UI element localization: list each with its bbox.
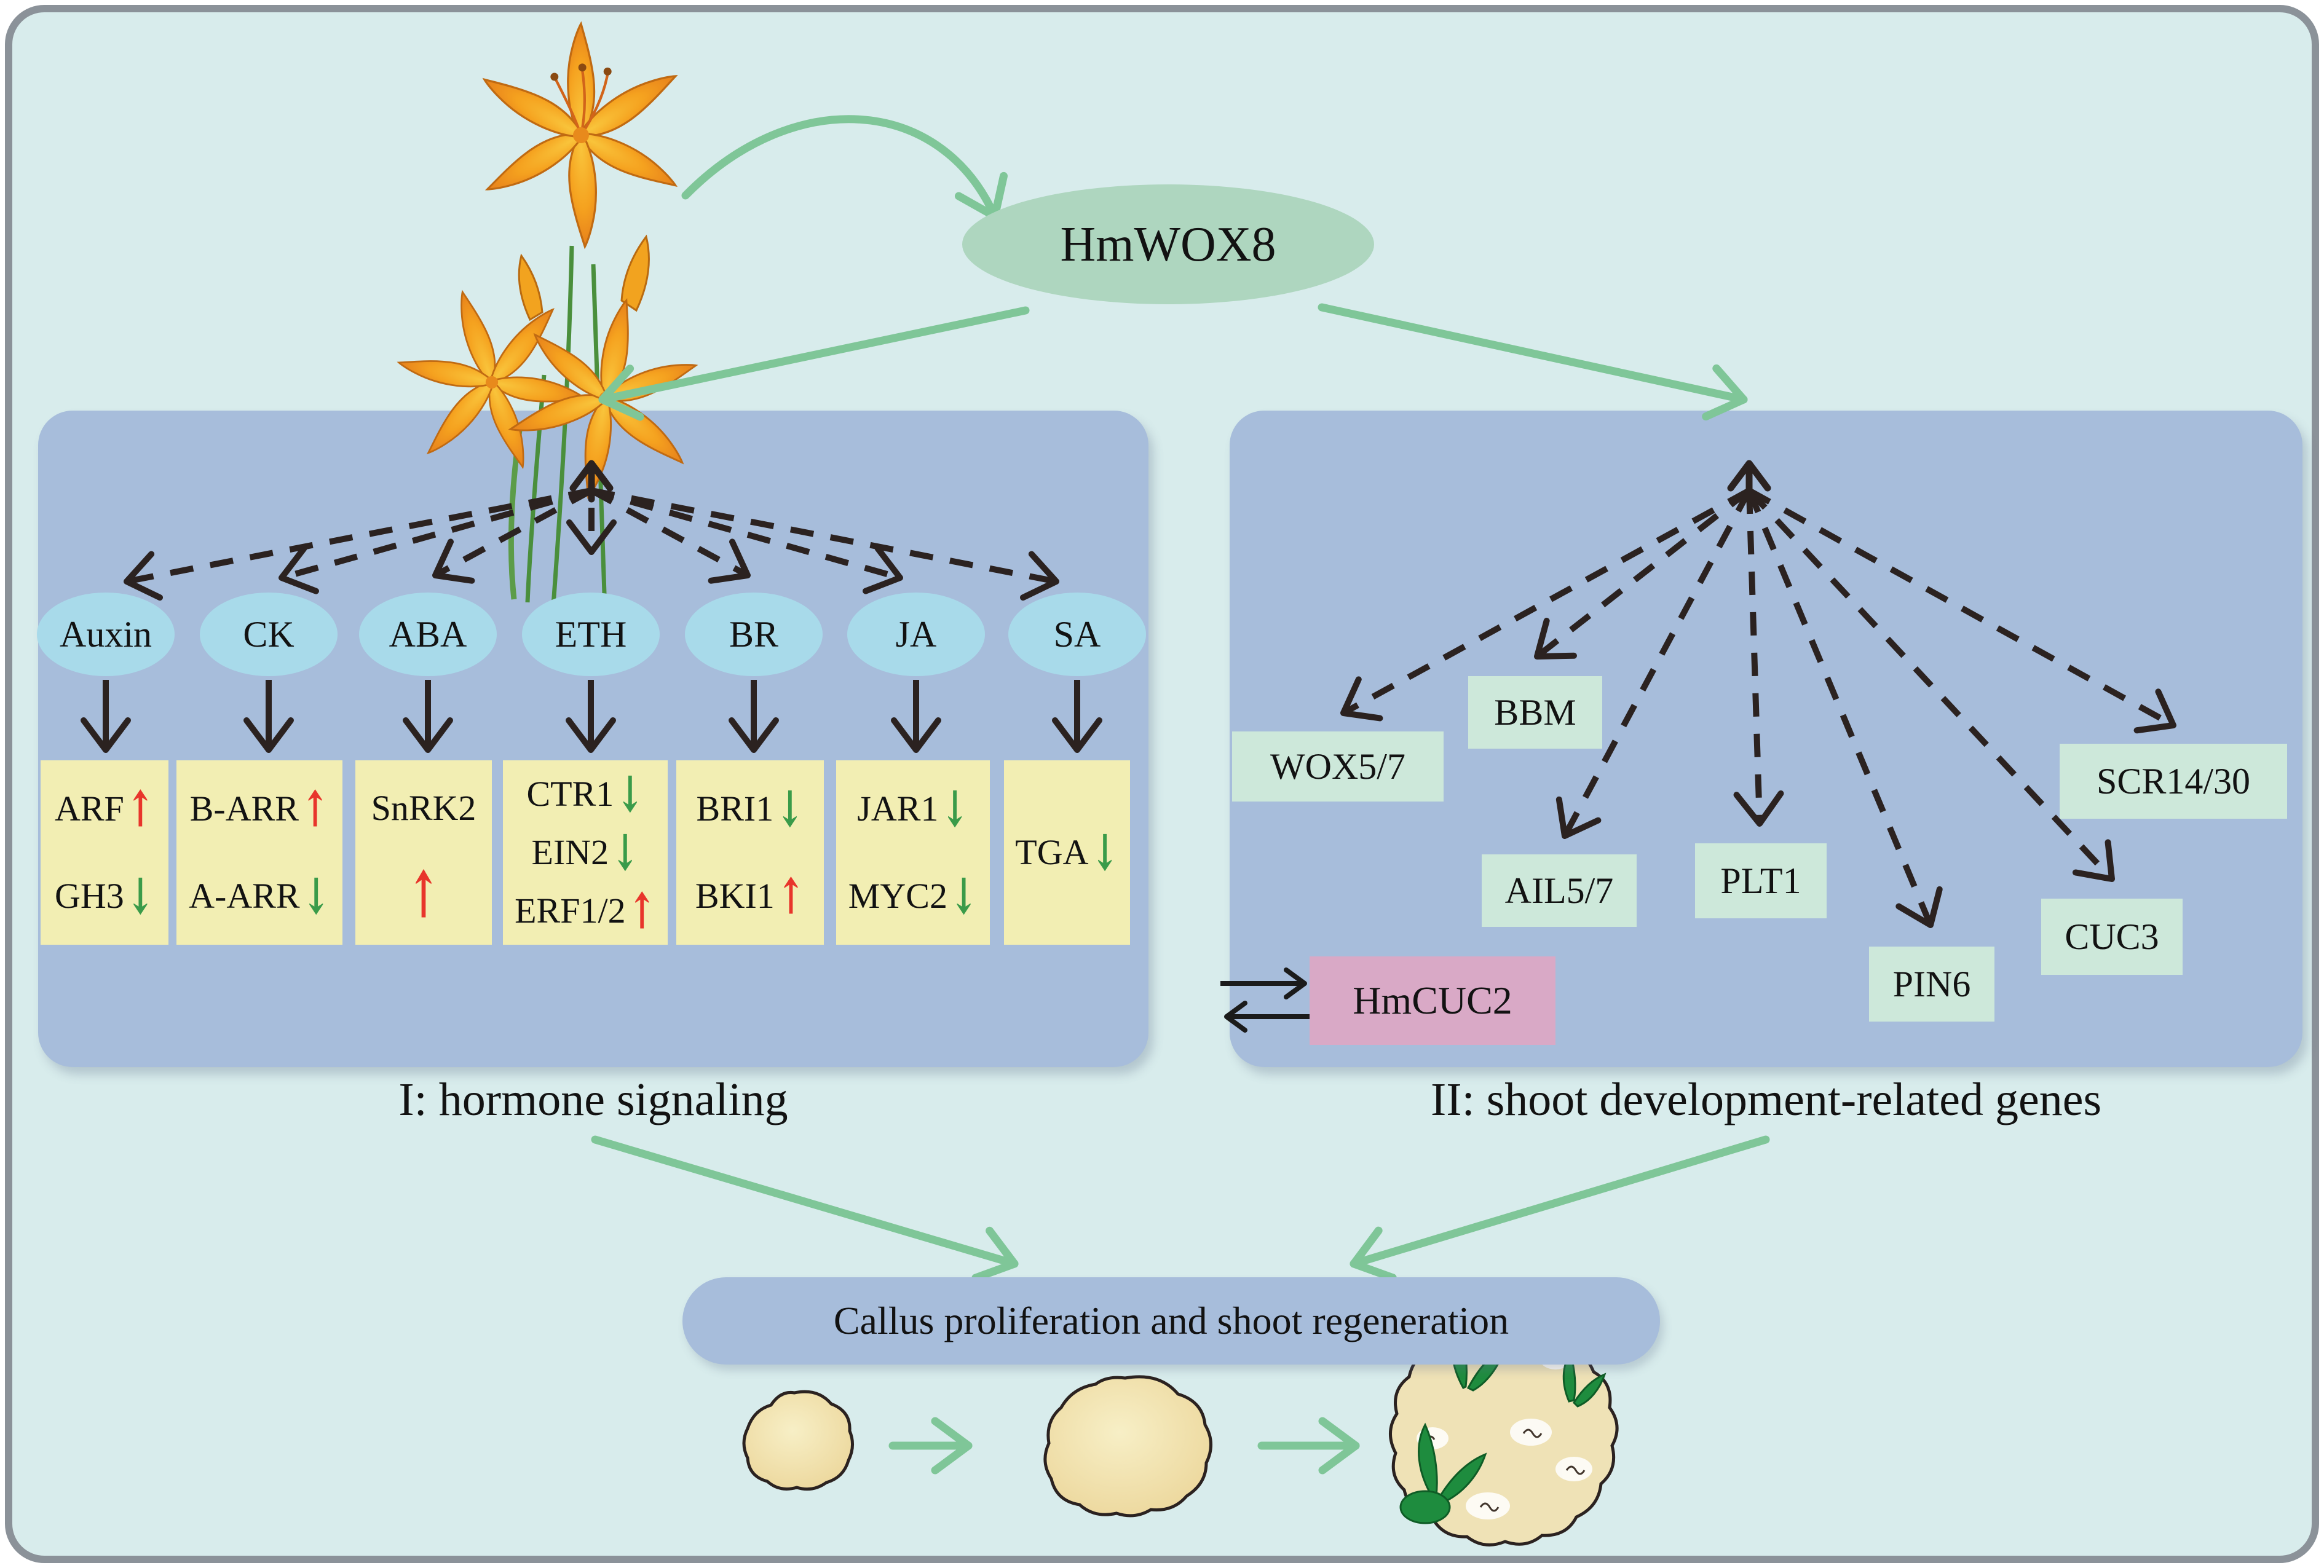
gene-entry: BKI1↑: [695, 872, 805, 921]
regulation-arrow-icon: ↓: [302, 867, 330, 926]
gene-name: ERF1/2: [515, 890, 626, 931]
gene-name: A-ARR: [189, 876, 300, 916]
gene-entry: TGA↓: [1015, 828, 1118, 878]
hormone-label: SA: [1053, 614, 1101, 655]
gene-box-ja: JAR1↓ MYC2↓: [836, 760, 990, 945]
regulation-arrow-icon: ↓: [776, 779, 804, 838]
gene-name: AIL5/7: [1504, 870, 1614, 911]
hormone-node-ja: JA: [847, 593, 985, 676]
regulation-arrow-icon: ↓: [616, 765, 644, 824]
gene-box-wox5-7: WOX5/7: [1232, 731, 1444, 802]
gene-name: TGA: [1015, 832, 1089, 872]
gene-name: CUC3: [2065, 916, 2159, 957]
regulation-arrow-icon: ↑: [126, 779, 155, 838]
gene-name: EIN2: [531, 832, 609, 872]
gene-entry: JAR1↓: [857, 784, 968, 834]
regulation-arrow-icon: ↑: [628, 881, 656, 940]
gene-name: SnRK2: [371, 788, 476, 828]
gene-name: MYC2: [848, 876, 947, 916]
gene-box-aba: SnRK2 ↑: [355, 760, 492, 945]
hormone-node-sa: SA: [1008, 593, 1146, 676]
gene-box-sa: TGA↓: [1004, 760, 1130, 945]
hormone-signaling-panel: [38, 411, 1148, 1067]
gene-box-ck: B-ARR↑ A-ARR↓: [176, 760, 342, 945]
gene-name: B-ARR: [189, 789, 299, 829]
gene-entry: A-ARR↓: [189, 872, 330, 921]
gene-name: JAR1: [857, 789, 939, 829]
regulation-arrow-icon: ↓: [1091, 823, 1119, 882]
gene-entry: ERF1/2↑: [515, 886, 656, 936]
hormone-node-auxin: Auxin: [37, 593, 175, 676]
gene-box-scr14-30: SCR14/30: [2060, 744, 2287, 819]
gene-entry: SnRK2: [371, 790, 476, 826]
hormone-label: CK: [243, 614, 294, 655]
regulation-arrow-icon: ↑: [408, 857, 440, 934]
gene-box-hmcuc2: HmCUC2: [1310, 956, 1555, 1045]
hormone-node-eth: ETH: [522, 593, 660, 676]
gene-name: ARF: [54, 789, 124, 829]
panel1-caption: I: hormone signaling: [398, 1074, 788, 1125]
gene-name: WOX5/7: [1270, 746, 1405, 787]
hormone-node-br: BR: [685, 593, 823, 676]
gene-entry: CTR1↓: [526, 770, 644, 819]
hormone-node-aba: ABA: [359, 593, 497, 676]
regulation-arrow-icon: ↓: [949, 867, 978, 926]
hormone-label: ABA: [389, 614, 467, 655]
gene-entry: ARF↑: [54, 784, 154, 834]
gene-entry: ↑: [408, 862, 440, 927]
gene-entry: MYC2↓: [848, 872, 978, 921]
gene-name: BBM: [1494, 692, 1576, 733]
panel2-caption: II: shoot development-related genes: [1430, 1074, 2102, 1125]
gene-name: HmCUC2: [1353, 979, 1512, 1022]
gene-name: PIN6: [1892, 964, 1971, 1004]
gene-entry: BRI1↓: [696, 784, 804, 834]
gene-name: SCR14/30: [2096, 761, 2251, 802]
hmwox8-label: HmWOX8: [1060, 217, 1276, 272]
outcome-pill: Callus proliferation and shoot regenerat…: [682, 1277, 1660, 1365]
gene-name: BRI1: [696, 789, 774, 829]
gene-box-plt1: PLT1: [1695, 843, 1827, 918]
gene-box-br: BRI1↓ BKI1↑: [676, 760, 824, 945]
outcome-label: Callus proliferation and shoot regenerat…: [833, 1299, 1509, 1342]
hormone-label: Auxin: [60, 614, 152, 655]
gene-box-ail5-7: AIL5/7: [1482, 854, 1637, 927]
regulation-arrow-icon: ↑: [301, 779, 330, 838]
gene-entry: B-ARR↑: [189, 784, 330, 834]
gene-entry: GH3↓: [54, 872, 154, 921]
gene-box-auxin: ARF↑ GH3↓: [41, 760, 168, 945]
hormone-label: JA: [895, 614, 937, 655]
gene-name: PLT1: [1720, 861, 1801, 901]
gene-name: CTR1: [526, 774, 614, 814]
regulation-arrow-icon: ↓: [126, 867, 155, 926]
hormone-node-ck: CK: [200, 593, 338, 676]
hormone-label: ETH: [555, 614, 627, 655]
gene-name: GH3: [54, 876, 124, 916]
gene-name: BKI1: [695, 876, 775, 916]
gene-box-eth: CTR1↓ EIN2↓ ERF1/2↑: [503, 760, 668, 945]
gene-box-pin6: PIN6: [1869, 947, 1994, 1022]
regulation-arrow-icon: ↓: [611, 822, 639, 882]
regulation-arrow-icon: ↑: [777, 867, 805, 926]
hormone-label: BR: [729, 614, 779, 655]
hmwox8-node: HmWOX8: [962, 184, 1374, 304]
gene-box-cuc3: CUC3: [2041, 899, 2183, 975]
gene-box-bbm: BBM: [1468, 676, 1602, 749]
regulation-arrow-icon: ↓: [941, 779, 969, 838]
gene-entry: EIN2↓: [531, 827, 639, 877]
